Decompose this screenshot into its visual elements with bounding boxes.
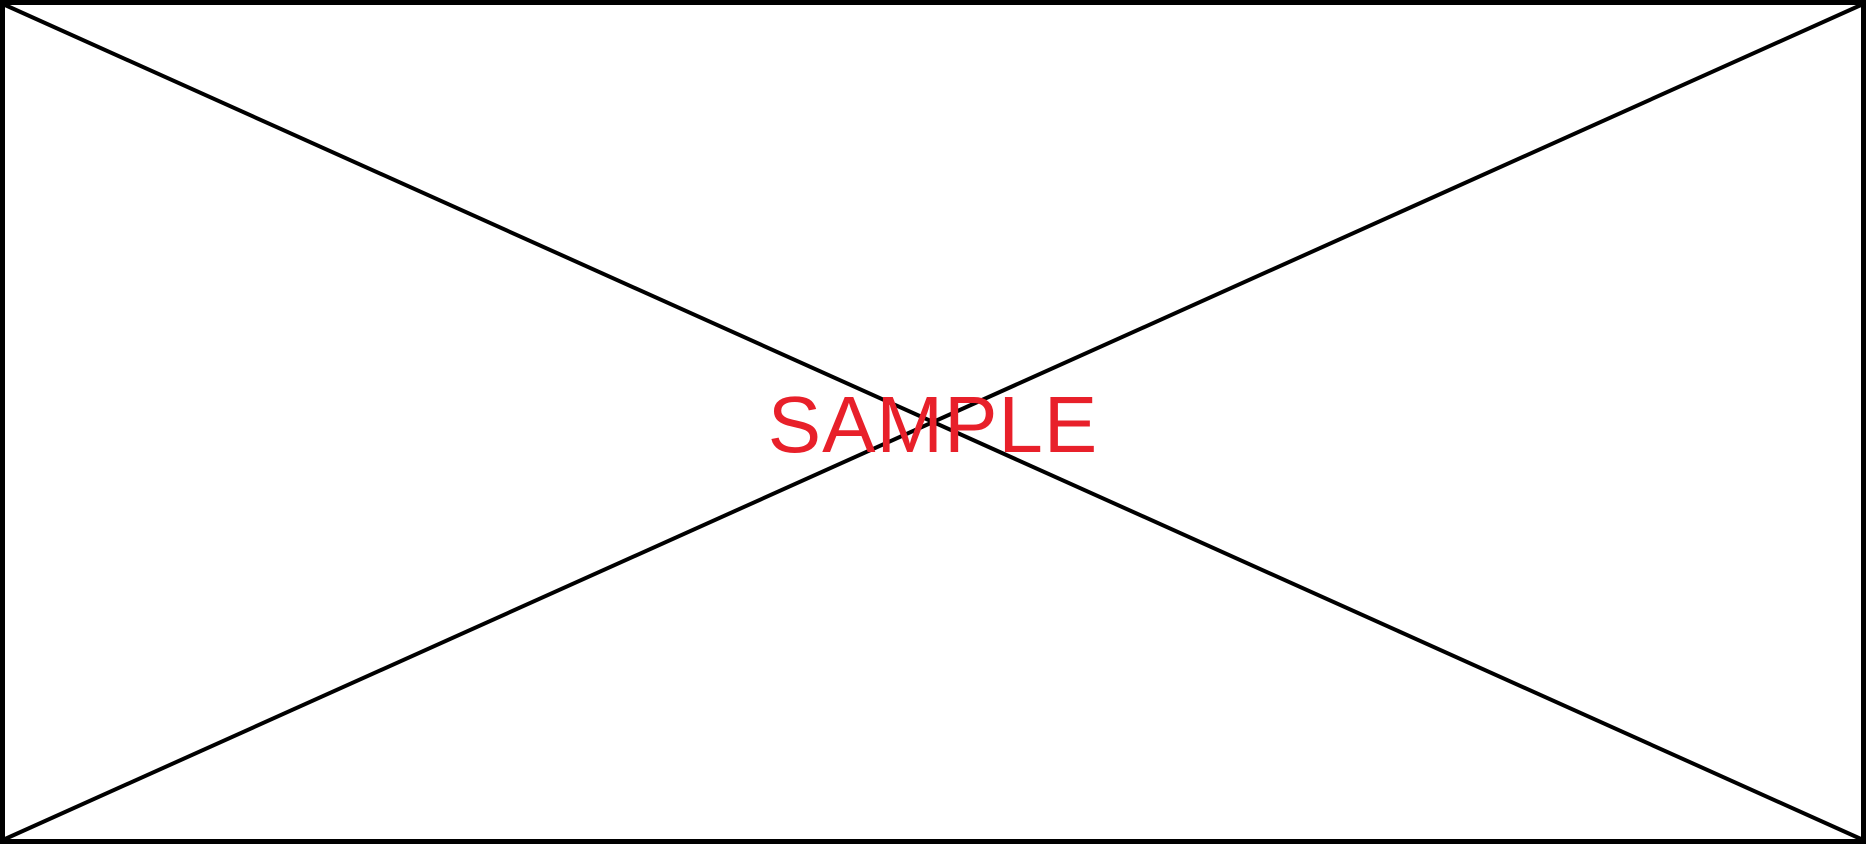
diagonal-line-ascending — [4, 3, 1862, 841]
